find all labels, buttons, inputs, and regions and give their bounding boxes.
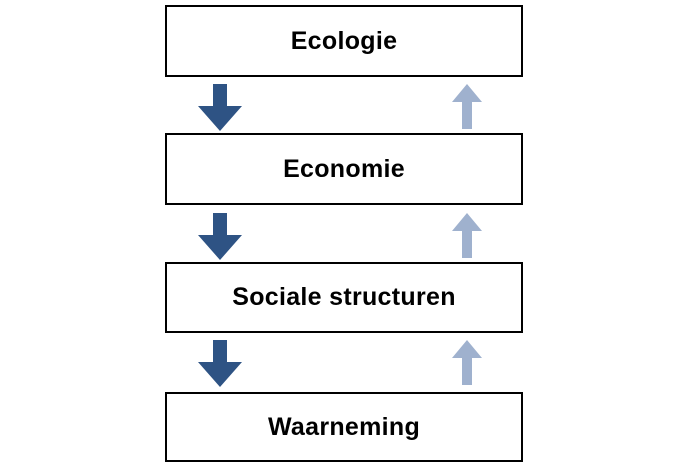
box-sociale-structuren: Sociale structuren (165, 262, 523, 333)
box-label: Waarneming (267, 412, 421, 441)
up-arrow-icon (452, 213, 482, 258)
box-label: Ecologie (290, 26, 398, 55)
down-arrow-icon (198, 213, 242, 260)
box-label: Economie (283, 154, 405, 183)
down-arrow-icon (198, 340, 242, 387)
up-arrow-shape (452, 213, 482, 258)
down-arrow-shape (198, 340, 242, 387)
down-arrow-shape (198, 84, 242, 131)
box-ecologie: Ecologie (165, 5, 523, 77)
box-economie: Economie (165, 133, 523, 205)
down-arrow-shape (198, 213, 242, 260)
down-arrow-icon (198, 84, 242, 131)
up-arrow-icon (452, 340, 482, 385)
box-waarneming: Waarneming (165, 392, 523, 462)
up-arrow-shape (452, 84, 482, 129)
box-label: Sociale structuren (232, 283, 456, 311)
up-arrow-shape (452, 340, 482, 385)
up-arrow-icon (452, 84, 482, 129)
